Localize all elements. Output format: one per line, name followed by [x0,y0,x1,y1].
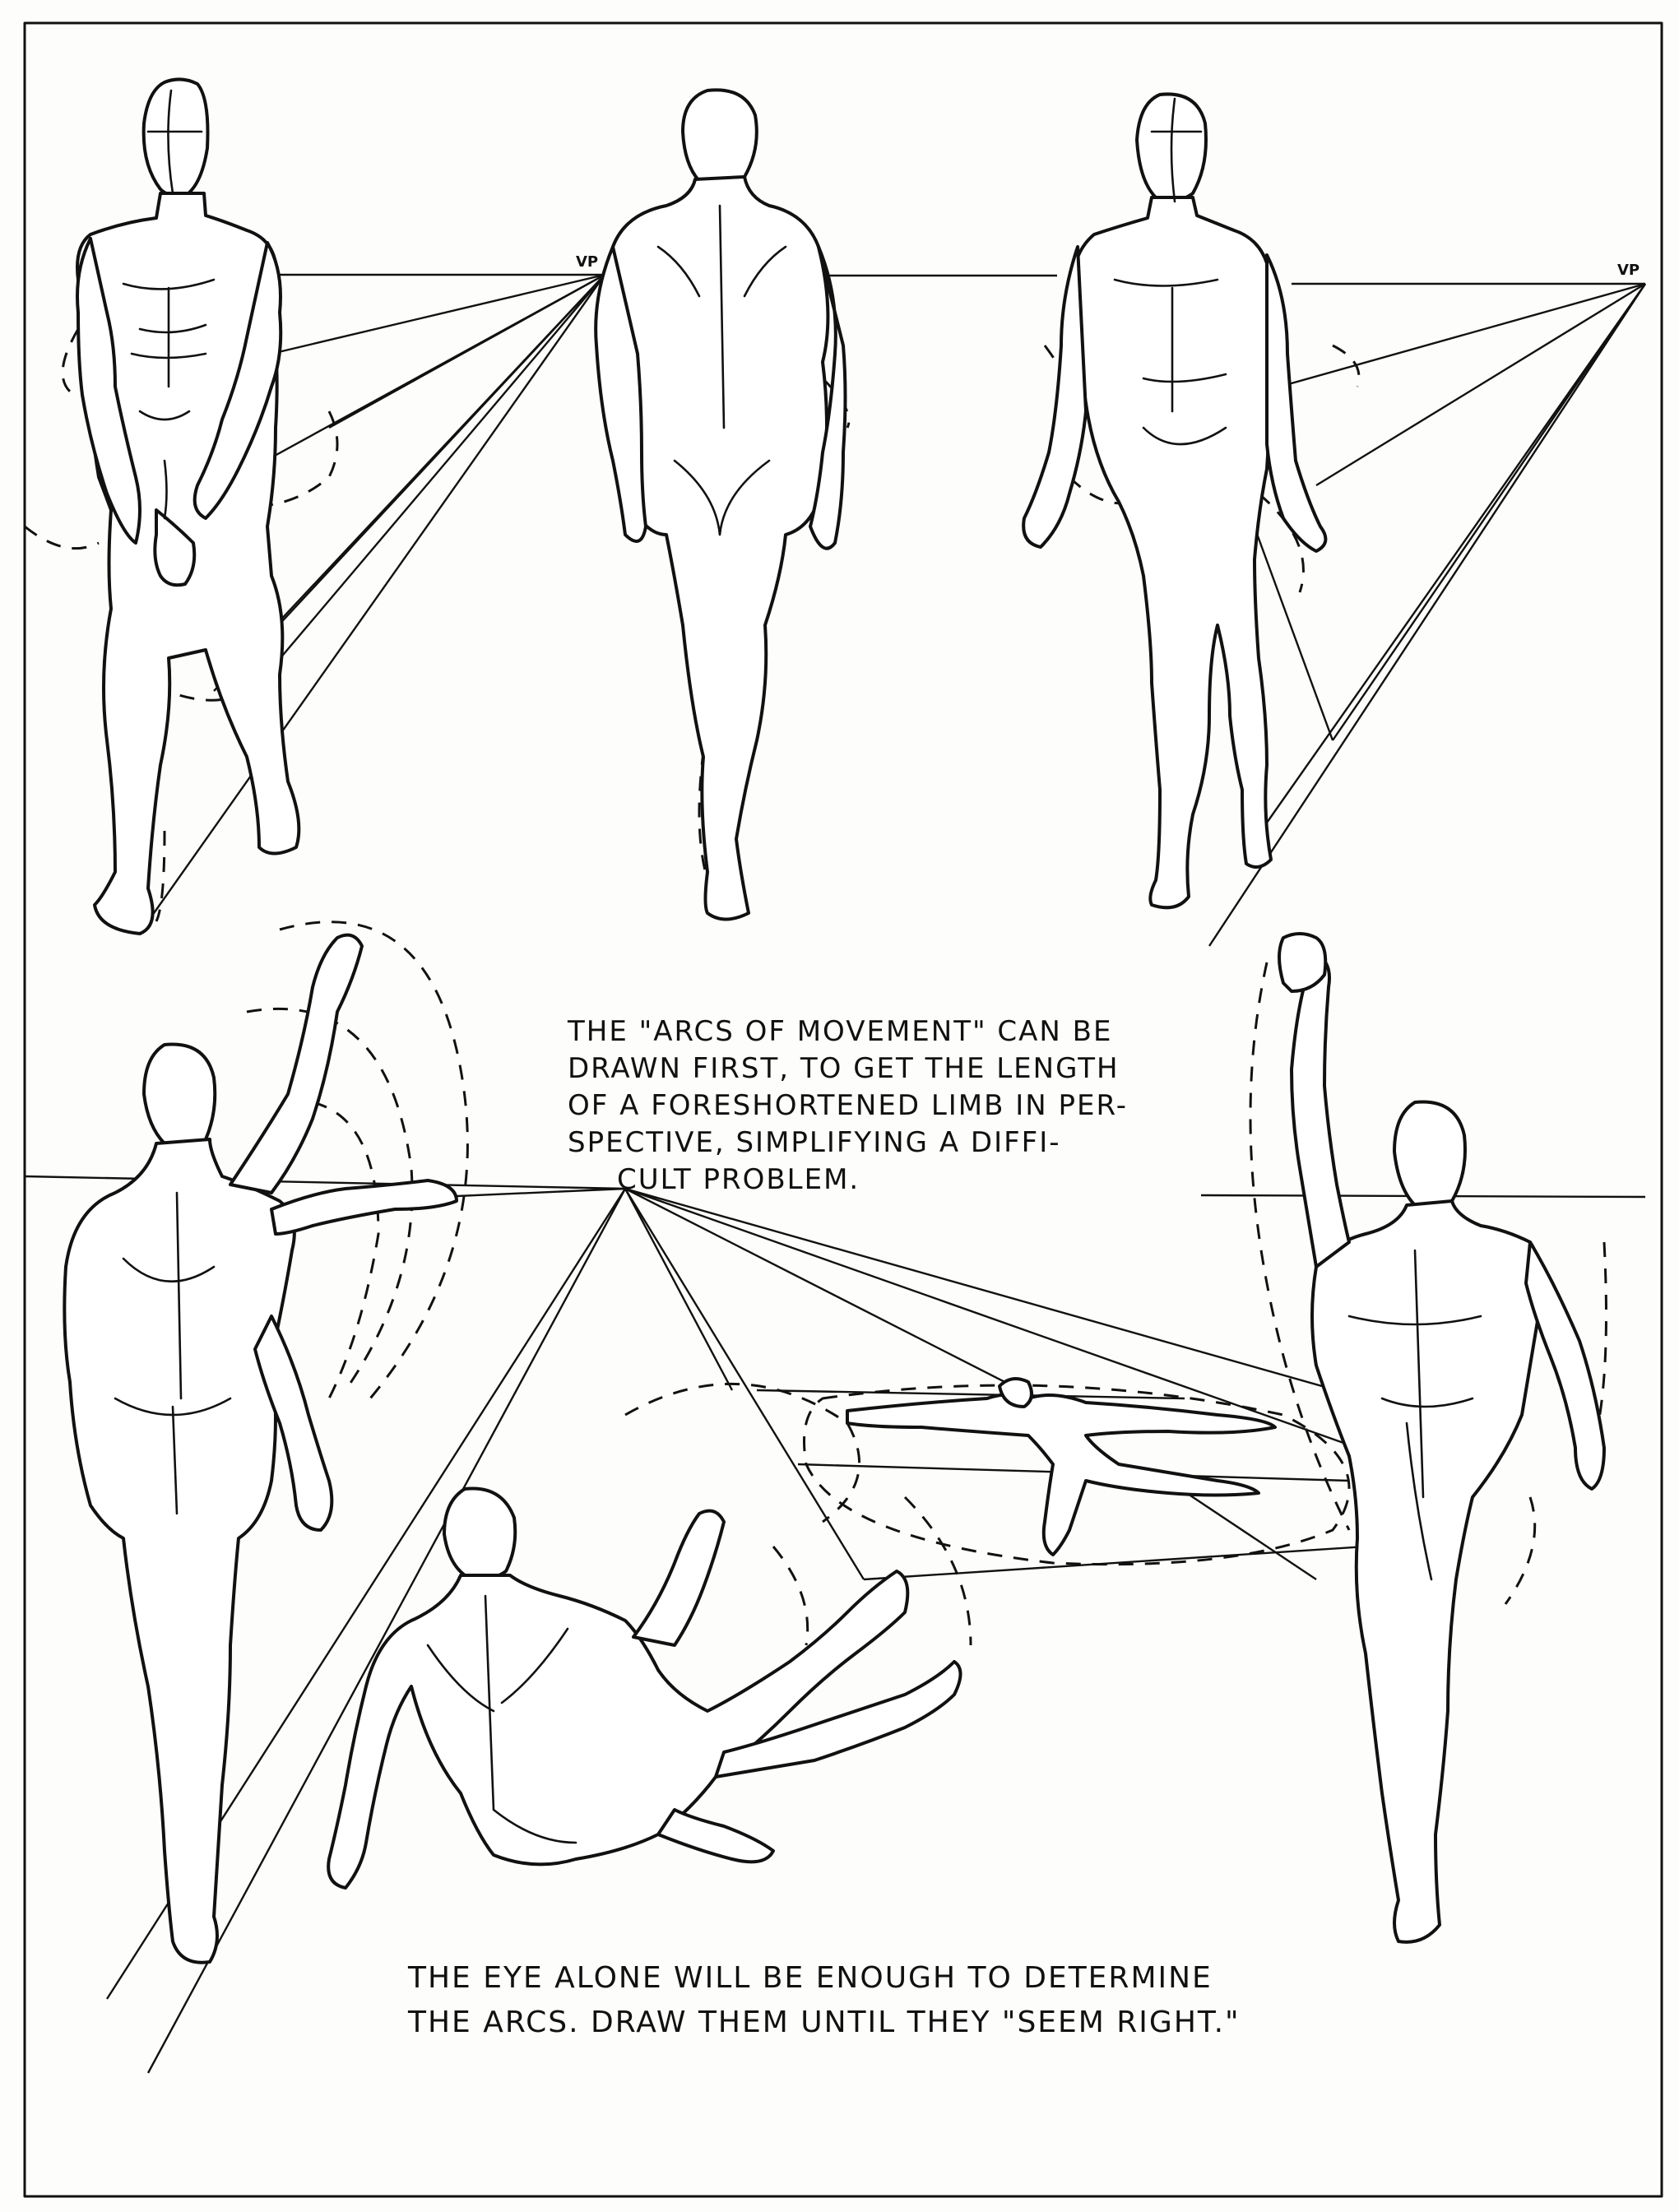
caption-top-line: OF A FORESHORTENED LIMB IN PER- [568,1087,1176,1125]
figure-front-standing [77,79,299,934]
caption-top-line: CULT PROBLEM. [568,1162,1176,1199]
caption-bottom-line: THE ARCS. DRAW THEM UNTIL THEY "SEEM RIG… [408,2001,1395,2045]
caption-arcs-of-movement: THE "ARCS OF MOVEMENT" CAN BE DRAWN FIRS… [568,1013,1176,1199]
caption-bottom-line: THE EYE ALONE WILL BE ENOUGH TO DETERMIN… [408,1956,1395,2001]
vanishing-point-label-left: VP [576,253,598,271]
caption-eye-alone: THE EYE ALONE WILL BE ENOUGH TO DETERMIN… [408,1956,1395,2045]
caption-top-line: THE "ARCS OF MOVEMENT" CAN BE [568,1013,1176,1050]
figure-back-walking [596,90,845,919]
vanishing-point-label-right: VP [1617,262,1640,279]
figure-front-walking [1023,94,1325,907]
caption-top-line: DRAWN FIRST, TO GET THE LENGTH [568,1050,1176,1087]
top-perspective-lines [148,275,1645,946]
caption-top-line: SPECTIVE, SIMPLIFYING A DIFFI- [568,1125,1176,1162]
figure-back-reaching [64,935,457,1963]
figure-sitting [328,1488,960,1888]
